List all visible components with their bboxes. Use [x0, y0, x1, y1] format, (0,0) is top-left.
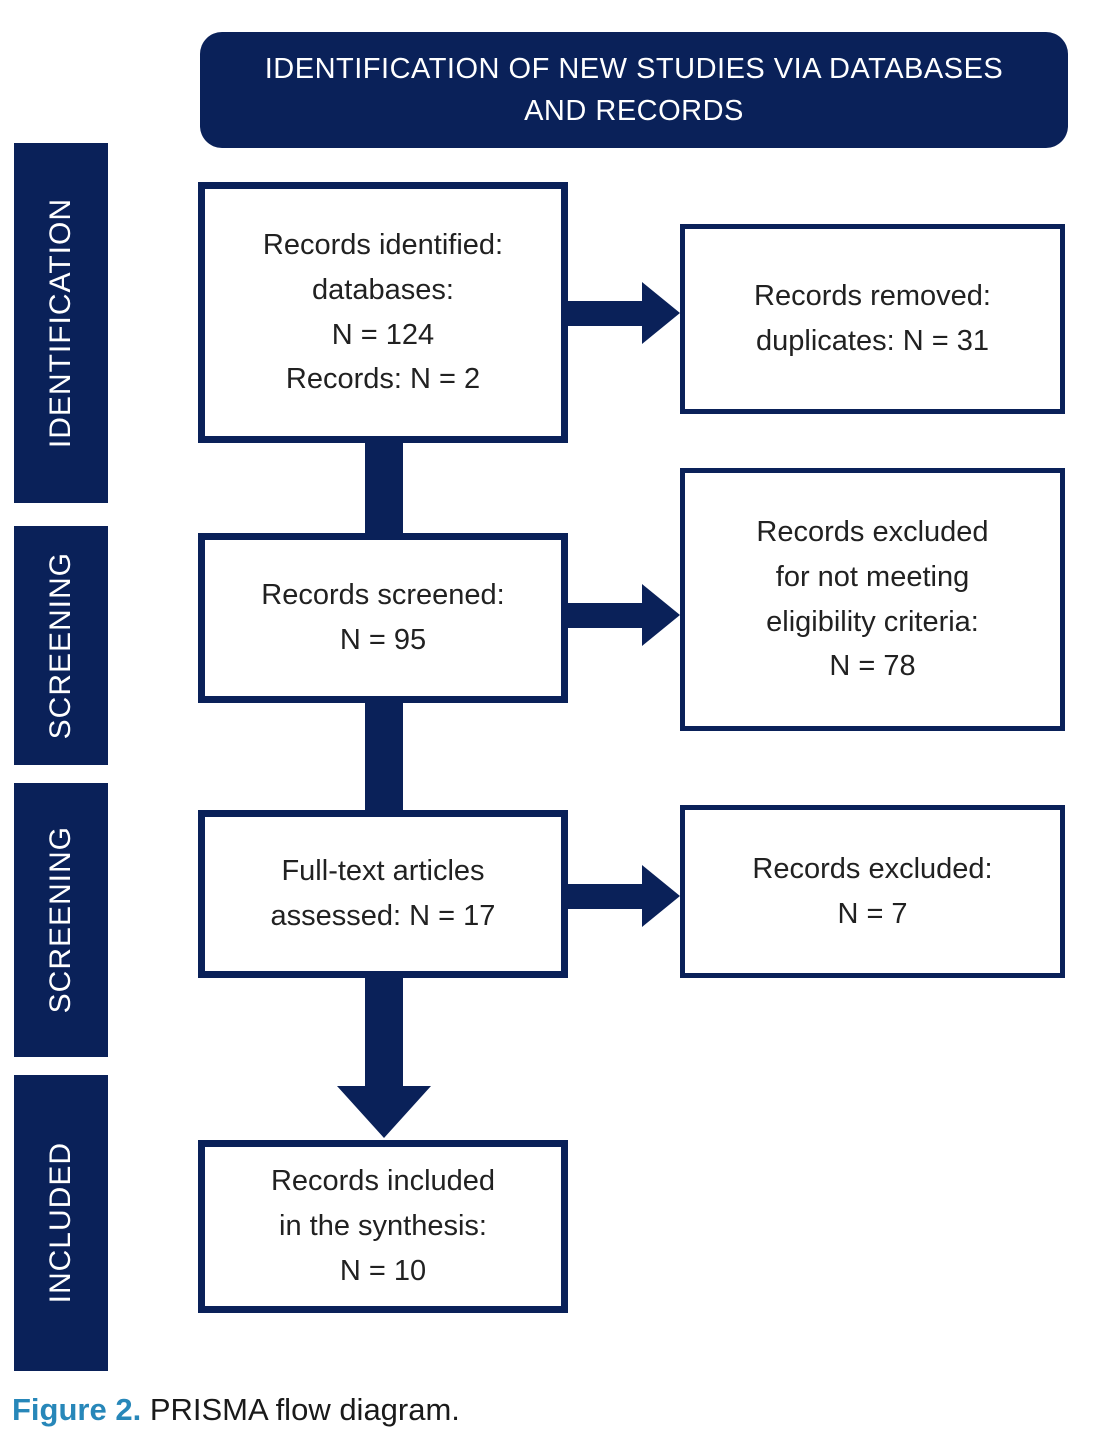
sidebar-stage-included: INCLUDED	[14, 1075, 108, 1371]
sidebar-stage-label: IDENTIFICATION	[44, 197, 77, 449]
sidebar-stage-screening-2: SCREENING	[14, 783, 108, 1057]
sidebar-stage-label: SCREENING	[44, 826, 77, 1014]
connector-down-1	[365, 441, 403, 535]
sidebar-stage-label: SCREENING	[44, 551, 77, 740]
figure-caption-text: PRISMA flow diagram.	[141, 1392, 460, 1427]
box-records-excluded-eligibility: Records excluded for not meeting eligibi…	[680, 468, 1065, 731]
header-banner: IDENTIFICATION OF NEW STUDIES VIA DATABA…	[200, 32, 1068, 148]
arrow-right-icon-2	[642, 584, 680, 646]
sidebar-stage-screening-1: SCREENING	[14, 526, 108, 765]
arrow-right-shaft-2	[566, 603, 644, 628]
sidebar-stage-identification: IDENTIFICATION	[14, 143, 108, 503]
box-records-removed-duplicates: Records removed: duplicates: N = 31	[680, 224, 1065, 414]
header-title-line1: IDENTIFICATION OF NEW STUDIES VIA DATABA…	[264, 52, 1004, 85]
arrow-right-icon-1	[642, 282, 680, 344]
arrow-down-icon	[337, 1086, 431, 1138]
arrow-down-shaft	[365, 976, 403, 1087]
header-title-line2: AND RECORDS	[524, 95, 744, 127]
box-full-text-assessed: Full-text articles assessed: N = 17	[198, 810, 568, 978]
box-records-included: Records included in the synthesis: N = 1…	[198, 1140, 568, 1313]
arrow-right-shaft-3	[566, 884, 644, 909]
figure-caption: Figure 2. PRISMA flow diagram.	[12, 1392, 460, 1428]
box-records-excluded: Records excluded: N = 7	[680, 805, 1065, 978]
connector-down-2	[365, 701, 403, 812]
figure-caption-label: Figure 2.	[12, 1392, 142, 1427]
arrow-right-shaft-1	[566, 301, 644, 326]
box-records-screened: Records screened: N = 95	[198, 533, 568, 703]
sidebar-stage-label: INCLUDED	[44, 1142, 77, 1304]
arrow-right-icon-3	[642, 865, 680, 927]
box-records-identified: Records identified: databases: N = 124 R…	[198, 182, 568, 443]
